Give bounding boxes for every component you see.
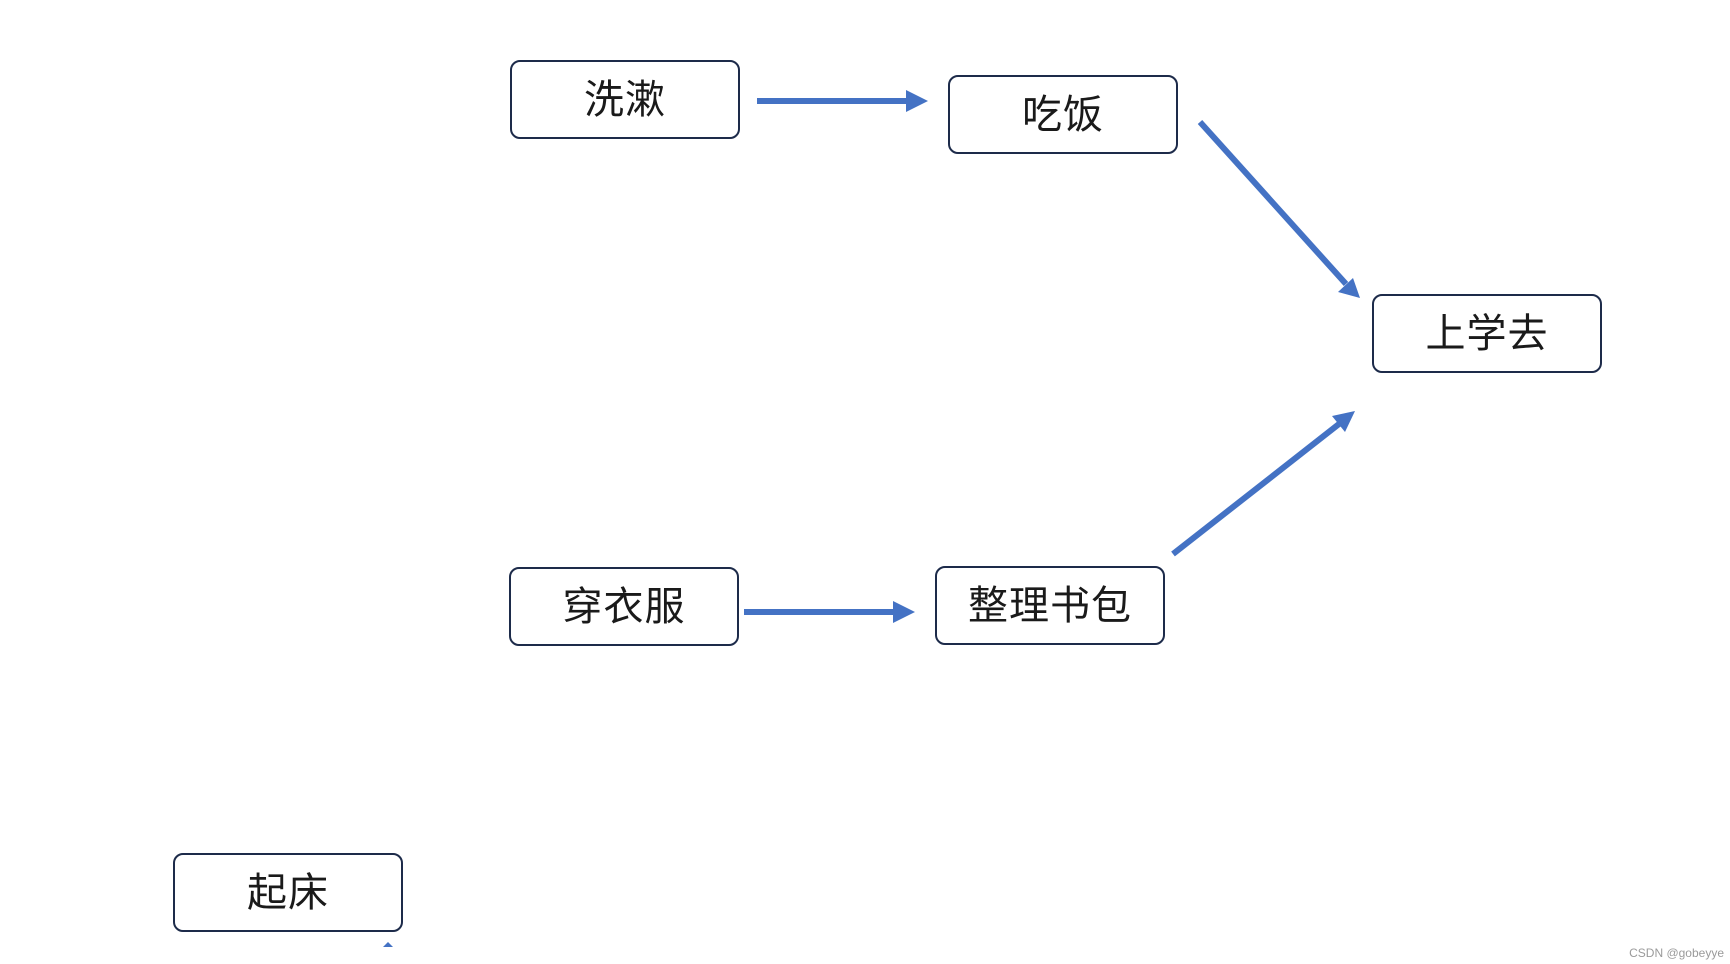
node-eat: 吃饭: [948, 75, 1178, 154]
node-go-to-school: 上学去: [1372, 294, 1602, 373]
arrow-pack-to-school: [1171, 421, 1341, 557]
node-label: 吃饭: [1022, 91, 1104, 138]
node-label: 上学去: [1425, 310, 1549, 357]
node-label: 穿衣服: [562, 583, 686, 630]
arrowhead-wash-to-eat: [906, 90, 928, 112]
watermark: CSDN @gobeyye: [1629, 946, 1724, 960]
node-get-dressed: 穿衣服: [509, 567, 739, 646]
node-label: 洗漱: [584, 76, 666, 123]
node-pack-schoolbag: 整理书包: [935, 566, 1165, 645]
arrowhead-eat-to-school: [1338, 278, 1360, 298]
arrow-eat-to-school: [1197, 119, 1349, 287]
node-get-up: 起床: [173, 853, 403, 932]
node-label: 起床: [247, 869, 329, 916]
arrowhead-pack-to-school: [1332, 411, 1355, 432]
arrowhead-dress-to-pack: [893, 601, 915, 623]
node-wash-up: 洗漱: [510, 60, 740, 139]
node-label: 整理书包: [968, 582, 1132, 629]
small-marker-under-getup: [383, 942, 393, 947]
